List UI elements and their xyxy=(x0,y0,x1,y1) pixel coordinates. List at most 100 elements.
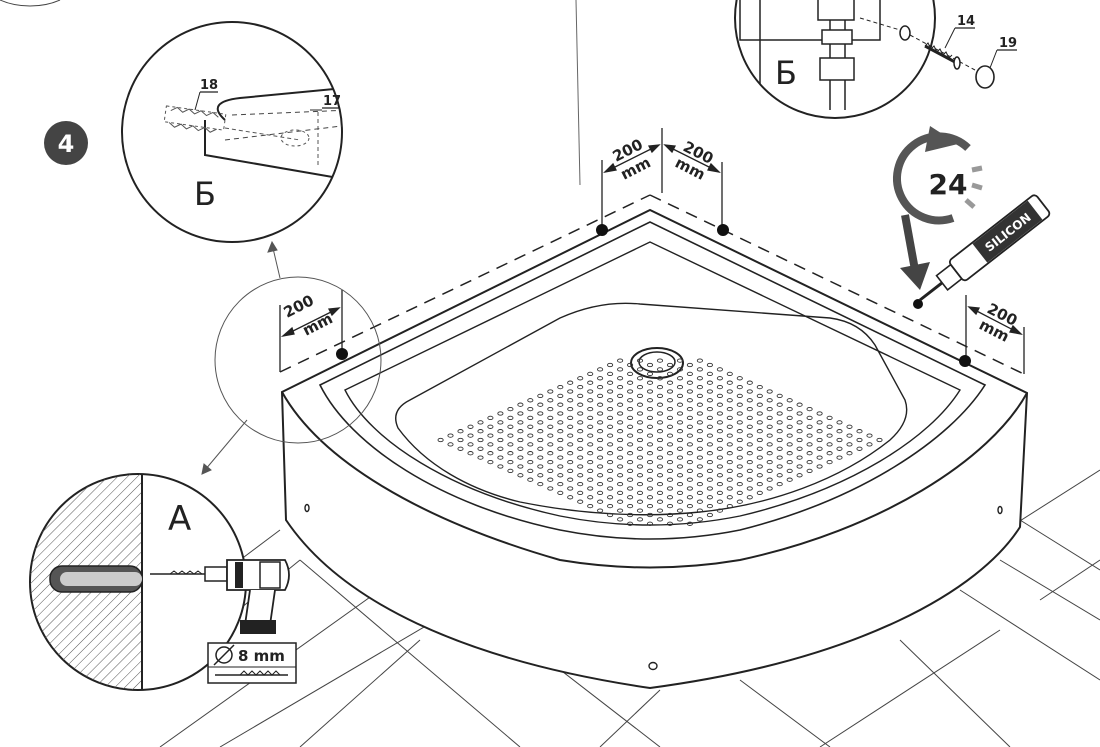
anti-slip-dot xyxy=(627,424,634,429)
anti-slip-dot xyxy=(597,402,604,407)
anti-slip-dot xyxy=(597,490,604,496)
anti-slip-dot xyxy=(666,380,674,385)
anti-slip-dot xyxy=(726,503,733,509)
anti-slip-dot xyxy=(686,442,693,447)
anti-slip-dot xyxy=(567,442,574,447)
anti-slip-dot xyxy=(656,508,664,513)
anti-slip-dot xyxy=(706,512,713,518)
anti-slip-dot xyxy=(836,437,843,443)
anti-slip-dot xyxy=(676,508,684,513)
anti-slip-dot xyxy=(746,424,753,429)
anti-slip-dot xyxy=(636,429,644,434)
drill-icon xyxy=(150,559,290,634)
anti-slip-dot xyxy=(557,402,564,407)
anti-slip-dot xyxy=(636,517,644,522)
anti-slip-dot xyxy=(587,371,594,377)
anti-slip-dot xyxy=(666,389,674,394)
anti-slip-dot xyxy=(547,477,554,482)
anti-slip-dot xyxy=(527,451,534,456)
anti-slip-dot xyxy=(776,393,783,399)
anti-slip-dot xyxy=(597,437,604,443)
anti-slip-dot xyxy=(607,415,614,421)
anti-slip-dot xyxy=(866,433,873,438)
diameter-icon xyxy=(213,644,235,666)
anti-slip-dot xyxy=(666,433,674,438)
anti-slip-dot xyxy=(607,442,614,447)
anti-slip-dot xyxy=(726,371,733,377)
anti-slip-dot xyxy=(666,371,674,377)
detail-wall-view-label: A xyxy=(168,499,191,539)
anti-slip-dot xyxy=(587,415,594,421)
anti-slip-dot xyxy=(746,406,753,412)
anti-slip-dot xyxy=(726,468,733,474)
anti-slip-dot xyxy=(666,442,674,447)
anti-slip-dot xyxy=(646,406,654,412)
anti-slip-dot xyxy=(796,455,803,460)
anti-slip-dot xyxy=(646,503,654,509)
anti-slip-dot xyxy=(537,473,544,478)
anti-slip-dot xyxy=(567,406,574,412)
anti-slip-dot xyxy=(487,433,494,438)
anti-slip-dot xyxy=(736,376,743,381)
anti-slip-dot xyxy=(776,455,783,460)
anti-slip-dot xyxy=(716,464,723,469)
anti-slip-dot xyxy=(587,442,594,447)
anti-slip-dot xyxy=(706,486,713,491)
anti-slip-dot xyxy=(736,402,743,407)
anti-slip-dot xyxy=(686,362,693,368)
anti-slip-dot xyxy=(776,429,783,434)
anti-slip-dot xyxy=(796,464,803,469)
cure-hours: 24 xyxy=(929,168,968,201)
anti-slip-dot xyxy=(597,508,604,513)
anti-slip-dot xyxy=(577,420,584,425)
anti-slip-dot xyxy=(756,429,763,434)
anti-slip-dot xyxy=(557,481,564,487)
anti-slip-dot xyxy=(786,433,793,438)
anti-slip-dot xyxy=(706,433,713,438)
anti-slip-dot xyxy=(776,473,783,478)
anti-slip-dot xyxy=(676,473,684,478)
anti-slip-dot xyxy=(517,429,524,434)
anti-slip-dot xyxy=(507,433,514,438)
anti-slip-dot xyxy=(527,433,534,438)
anti-slip-dot xyxy=(656,437,664,443)
dimension-left-unit: mm xyxy=(300,309,336,339)
anti-slip-dot xyxy=(617,464,624,469)
anti-slip-dot xyxy=(617,455,624,460)
anti-slip-dot xyxy=(547,406,554,412)
anti-slip-dot xyxy=(656,429,664,434)
anti-slip-dot xyxy=(507,424,514,429)
anti-slip-dot xyxy=(726,451,733,456)
anti-slip-dot xyxy=(567,415,574,421)
anti-slip-dot xyxy=(577,376,584,381)
anti-slip-dot xyxy=(726,389,733,394)
anti-slip-dot xyxy=(816,455,823,460)
anti-slip-dot xyxy=(587,503,594,509)
anti-slip-dot xyxy=(517,464,524,469)
anti-slip-dot xyxy=(766,424,773,429)
anti-slip-dot xyxy=(646,380,654,385)
anti-slip-dot xyxy=(766,398,773,403)
anti-slip-dot xyxy=(736,437,743,443)
anti-slip-dot xyxy=(676,393,684,399)
anti-slip-dot xyxy=(597,367,604,372)
anti-slip-dot xyxy=(636,393,644,399)
anti-slip-dot xyxy=(497,446,504,451)
anti-slip-dot xyxy=(627,389,634,394)
anti-slip-dot xyxy=(636,367,644,372)
anti-slip-dot xyxy=(726,380,733,385)
anti-slip-dot xyxy=(676,437,684,443)
anti-slip-dot xyxy=(736,446,743,451)
anti-slip-dot xyxy=(696,393,703,399)
anti-slip-dot xyxy=(557,429,564,434)
anti-slip-dot xyxy=(656,393,664,399)
anti-slip-dot xyxy=(796,411,803,416)
anti-slip-dot xyxy=(656,402,664,407)
anti-slip-dot xyxy=(607,503,614,509)
anti-slip-dot xyxy=(597,393,604,399)
anti-slip-dot xyxy=(756,420,763,425)
anti-slip-dot xyxy=(686,512,693,518)
dimension-back-right: 200 mm xyxy=(672,138,716,184)
anti-slip-dot xyxy=(656,490,664,496)
anti-slip-dot xyxy=(597,499,604,504)
